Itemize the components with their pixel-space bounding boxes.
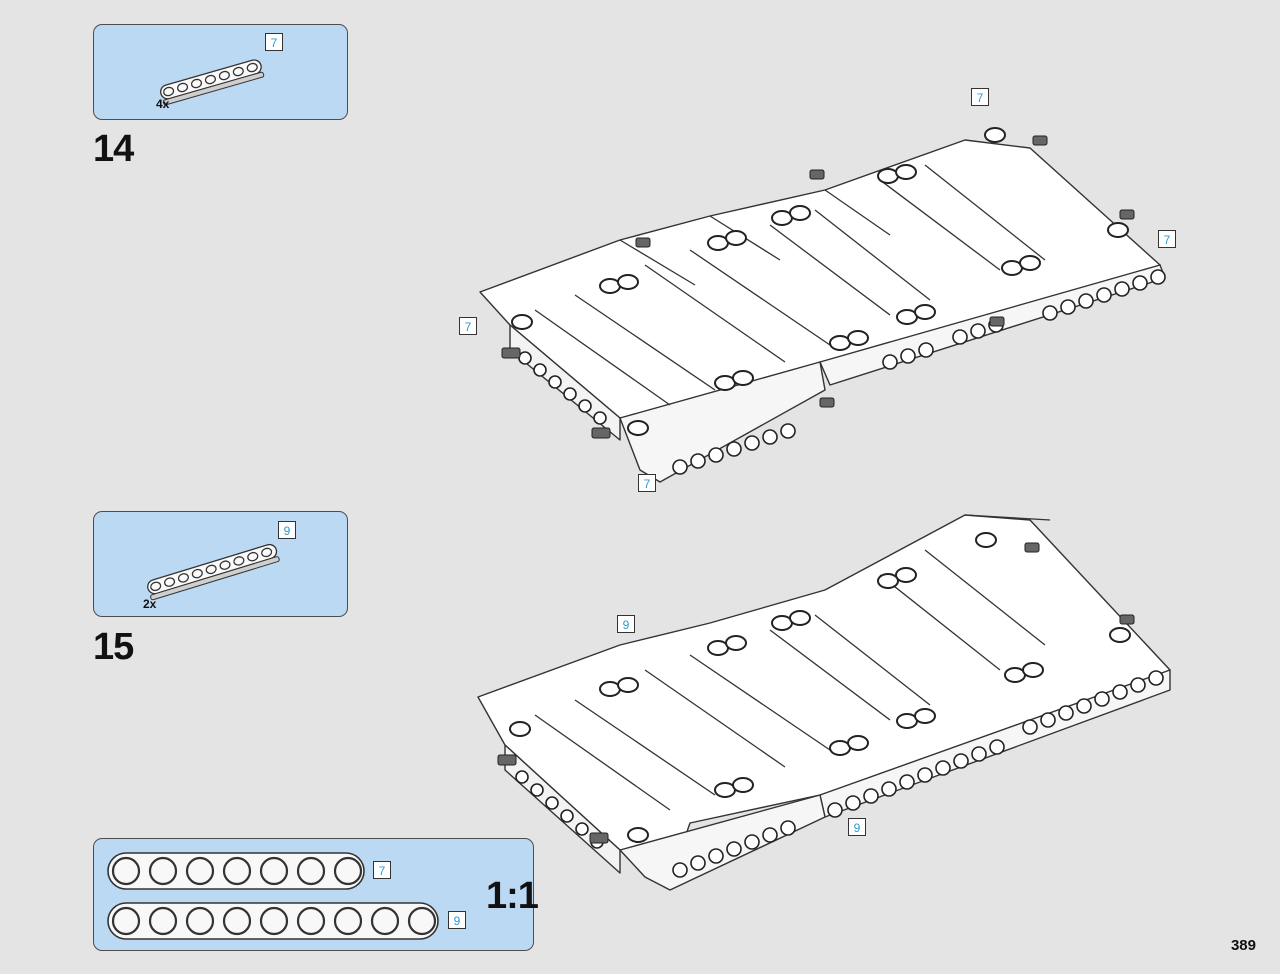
scale-ruler-callout: 7 9 1:1 [93, 838, 539, 951]
part-length-tag: 7 [265, 33, 283, 51]
liftarm-9-ruler [107, 902, 439, 940]
assembly-length-tag: 7 [459, 317, 477, 335]
ruler-length-tag: 9 [448, 911, 466, 929]
part-quantity: 2x [143, 597, 157, 611]
liftarm-7-part-image [160, 59, 265, 106]
step-number: 15 [93, 626, 134, 668]
part-quantity: 4x [156, 97, 170, 111]
step15-assembly-image [477, 514, 1171, 891]
assembly-length-tag: 7 [638, 474, 656, 492]
step14-parts-callout: 7 4x [93, 24, 348, 120]
step15-parts-callout: 9 2x [93, 511, 348, 617]
step14-assembly-image [479, 127, 1166, 483]
liftarm-7-ruler [107, 852, 365, 890]
liftarm-9-part-image [147, 543, 280, 601]
page-number: 389 [1230, 937, 1256, 954]
ruler-length-tag: 7 [373, 861, 391, 879]
step-number: 14 [93, 128, 134, 170]
scale-label: 1:1 [486, 875, 539, 917]
assembly-length-tag: 7 [971, 88, 989, 106]
assembly-length-tag: 9 [848, 818, 866, 836]
assembly-length-tag: 9 [617, 615, 635, 633]
part-length-tag: 9 [278, 521, 296, 539]
assembly-length-tag: 7 [1158, 230, 1176, 248]
